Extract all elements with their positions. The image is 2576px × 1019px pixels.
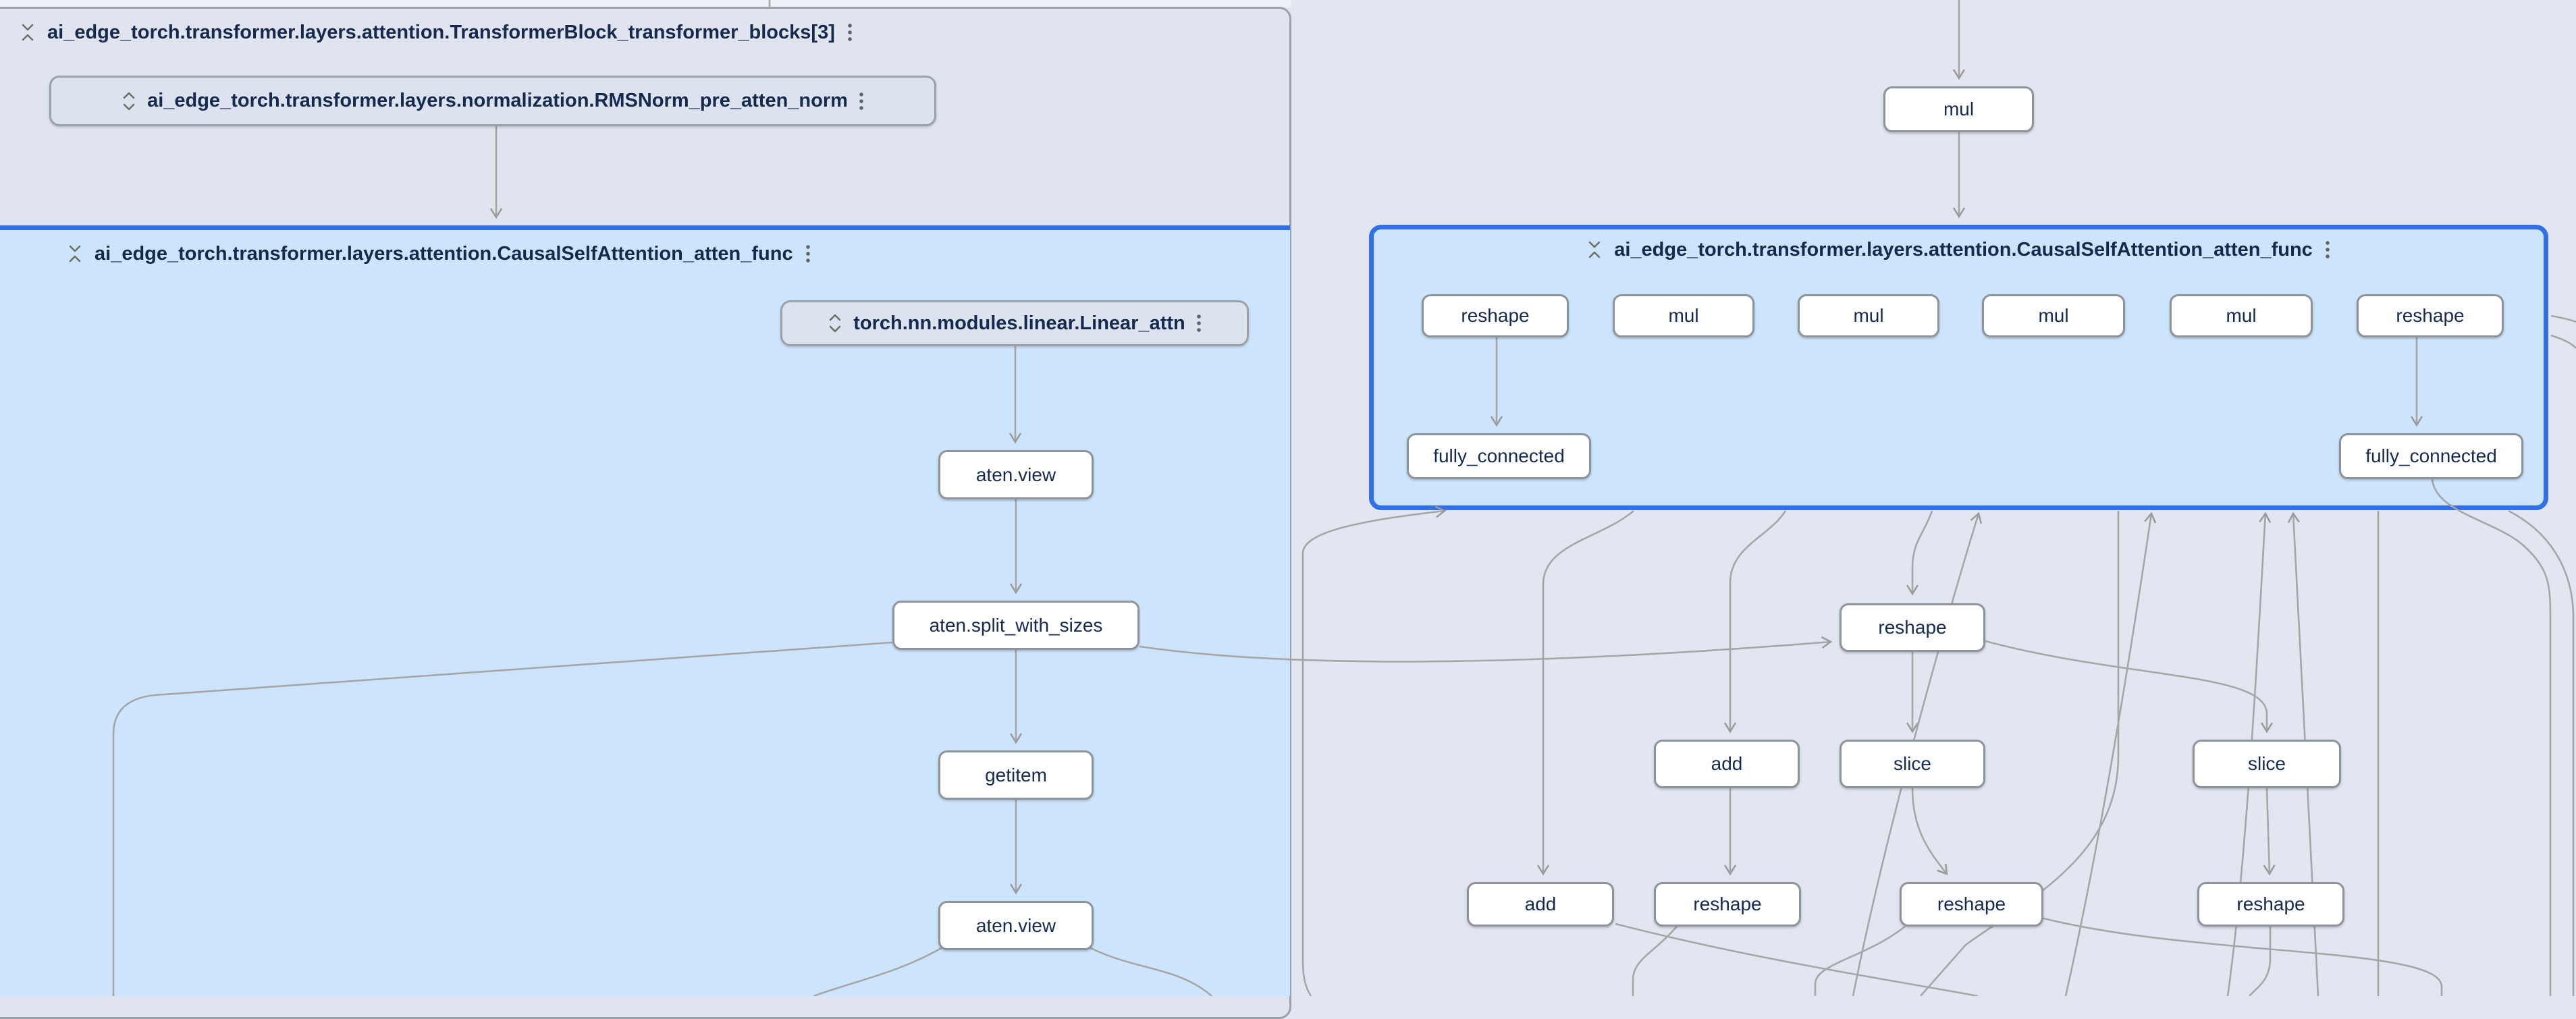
node-label: reshape [2236,893,2305,914]
node-label: reshape [1461,305,1530,326]
fully-connected-b-node[interactable]: fully_connected [2339,433,2523,479]
node-label: fully_connected [1433,445,1565,466]
graph-edge [2550,314,2576,323]
kebab-menu-icon[interactable] [2325,240,2330,260]
add-bottom-node[interactable]: add [1467,882,1614,927]
node-label: mul [2038,305,2069,326]
graph-edge [2041,916,2443,996]
node-label: reshape [1878,617,1947,638]
node-label: aten.view [975,914,1056,936]
reshape-mid-node[interactable]: reshape [1840,603,1985,652]
node-label: reshape [2396,305,2465,326]
graph-edge [2431,478,2552,996]
unfold-less-icon[interactable] [1587,240,1602,260]
rmsnorm-group-node[interactable]: ai_edge_torch.transformer.layers.normali… [49,76,936,126]
graph-edge [1723,510,1787,734]
aten-split-with-sizes-node[interactable]: aten.split_with_sizes [892,601,1139,650]
node-label: add [1524,893,1557,914]
kebab-menu-icon[interactable] [859,91,864,111]
reshape-a-node[interactable]: reshape [1422,294,1569,337]
node-label: torch.nn.modules.linear.Linear_attn [853,312,1185,334]
aten-view-1-node[interactable]: aten.view [938,450,1094,499]
graph-edge [1985,640,2274,734]
graph-edge [2263,788,2276,876]
kebab-menu-icon[interactable] [1196,313,1202,333]
node-label: getitem [985,764,1047,786]
unfold-more-icon[interactable] [122,91,136,111]
top-strip [0,0,1291,7]
graph-edge [2064,512,2157,996]
aten-view-2-node[interactable]: aten.view [938,901,1094,950]
graph-edge [2249,927,2272,996]
unfold-more-icon[interactable] [828,313,842,333]
mul-b-node[interactable]: mul [1798,294,1939,337]
mul-top-node[interactable]: mul [1883,86,2034,132]
node-label: aten.split_with_sizes [929,614,1103,636]
graph-edge [1911,788,1948,875]
reshape-2-node[interactable]: reshape [1900,882,2043,927]
group-title: ai_edge_torch.transformer.layers.attenti… [1614,238,2313,260]
mul-c-node[interactable]: mul [1982,294,2125,337]
node-label: aten.view [975,464,1056,485]
graph-edge [2550,334,2576,349]
node-label: mul [1853,305,1884,326]
graph-edge [2508,510,2575,996]
header-transformer-block[interactable]: ai_edge_torch.transformer.layers.attenti… [20,20,853,45]
node-label: add [1711,753,1743,774]
kebab-menu-icon[interactable] [805,244,811,264]
add-mid-node[interactable]: add [1654,740,1800,788]
reshape-3-node[interactable]: reshape [2197,882,2344,927]
node-label: mul [2226,305,2257,326]
reshape-1-node[interactable]: reshape [1654,882,1801,927]
graph-edge [1814,925,1906,996]
slice-right-node[interactable]: slice [2193,740,2341,788]
node-label: mul [1943,99,1975,119]
fully-connected-a-node[interactable]: fully_connected [1407,433,1591,479]
unfold-less-icon[interactable] [68,244,82,264]
node-label: reshape [1693,893,1762,914]
linear-attn-group-node[interactable]: torch.nn.modules.linear.Linear_attn [780,300,1249,346]
group-title: ai_edge_torch.transformer.layers.attenti… [47,21,835,43]
mul-d-node[interactable]: mul [2170,294,2313,337]
graph-edge [1615,922,1979,996]
mul-a-node[interactable]: mul [1613,294,1754,337]
group-title: ai_edge_torch.transformer.layers.attenti… [95,242,793,265]
graph-edge [1536,510,1634,876]
slice-mid-node[interactable]: slice [1840,740,1985,788]
node-label: slice [1893,753,1931,774]
reshape-b-node[interactable]: reshape [2357,294,2504,337]
graph-edge [1906,510,1933,596]
node-label: fully_connected [2365,445,2497,466]
node-label: mul [1668,305,1699,326]
node-label: slice [2247,753,2286,774]
graph-edge [1302,505,1447,996]
getitem-node[interactable]: getitem [938,750,1094,800]
node-label: reshape [1937,893,2006,914]
header-causal-self-attention-right[interactable]: ai_edge_torch.transformer.layers.attenti… [1374,238,2544,262]
node-label: ai_edge_torch.transformer.layers.normali… [147,90,848,111]
header-causal-self-attention-left[interactable]: ai_edge_torch.transformer.layers.attenti… [68,242,811,266]
kebab-menu-icon[interactable] [847,22,853,43]
graph-edge [1632,926,1678,996]
unfold-less-icon[interactable] [20,22,35,43]
